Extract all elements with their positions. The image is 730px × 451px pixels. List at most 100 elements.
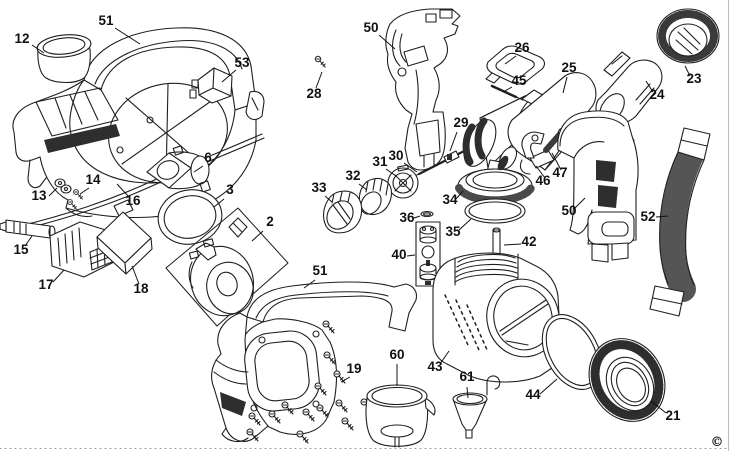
part-50-right-half-drawing bbox=[557, 110, 639, 263]
callout-leader-23 bbox=[684, 65, 691, 77]
part-number-19: 19 bbox=[346, 361, 361, 376]
callout-leader-25 bbox=[562, 76, 568, 94]
callout-leader-6 bbox=[193, 165, 204, 173]
callout-leader-24 bbox=[645, 80, 654, 93]
part-31-drawing bbox=[387, 164, 419, 199]
part-number-34: 34 bbox=[442, 192, 458, 207]
part-26-lid-drawing bbox=[485, 45, 545, 85]
part-number-36: 36 bbox=[399, 210, 415, 225]
callout-leader-13 bbox=[48, 187, 58, 197]
callout-leader-51 bbox=[303, 279, 316, 289]
part-6-drawing bbox=[146, 145, 211, 193]
part-46-drawing bbox=[521, 131, 545, 159]
callout-leader-15 bbox=[24, 235, 33, 247]
callout-leader-50 bbox=[573, 197, 586, 210]
callout-leader-46 bbox=[535, 165, 546, 179]
callout-leader-16 bbox=[116, 183, 130, 198]
part-number-44: 44 bbox=[525, 387, 541, 402]
callout-leader-26 bbox=[504, 55, 517, 65]
callout-leader-28 bbox=[315, 71, 323, 89]
copyright-mark: © bbox=[711, 435, 724, 450]
part-number-51: 51 bbox=[312, 263, 328, 278]
part-number-40: 40 bbox=[391, 247, 406, 262]
callout-leader-43 bbox=[439, 350, 450, 365]
callout-leader-53 bbox=[221, 69, 237, 83]
part-23-drawing bbox=[656, 8, 720, 64]
part-33-drawing bbox=[323, 190, 363, 234]
part-45-pin-drawing bbox=[490, 84, 524, 101]
part-number-14: 14 bbox=[85, 172, 101, 187]
part-number-18: 18 bbox=[133, 281, 149, 296]
part-number-29: 29 bbox=[453, 115, 468, 130]
part-number-35: 35 bbox=[445, 224, 461, 239]
part-number-47: 47 bbox=[552, 165, 567, 180]
callout-leader-3 bbox=[213, 198, 225, 208]
callout-leader-47 bbox=[551, 152, 562, 171]
callout-leader-2 bbox=[251, 230, 264, 242]
part-number-2: 2 bbox=[266, 214, 274, 229]
callout-leader-29 bbox=[449, 131, 458, 152]
part-number-28: 28 bbox=[306, 86, 322, 101]
part-number-3: 3 bbox=[226, 182, 234, 197]
callout-leader-33 bbox=[324, 195, 333, 203]
callout-leader-21 bbox=[650, 400, 667, 414]
callout-leader-52 bbox=[655, 215, 669, 218]
cord-clamp bbox=[113, 199, 134, 217]
part-number-50: 50 bbox=[363, 20, 378, 35]
part-number-17: 17 bbox=[38, 277, 53, 292]
part-number-33: 33 bbox=[311, 180, 327, 195]
part-number-60: 60 bbox=[389, 347, 404, 362]
part-15-drawing bbox=[0, 219, 56, 239]
part-13-drawing bbox=[54, 178, 72, 194]
part-28-drawing bbox=[314, 55, 326, 68]
callout-leader-17 bbox=[52, 269, 65, 283]
part-52-drawing bbox=[649, 127, 711, 317]
part-2-drawing bbox=[165, 207, 289, 327]
part-number-30: 30 bbox=[388, 148, 403, 163]
part-12-drawing bbox=[36, 34, 92, 84]
part-36-drawing bbox=[420, 210, 434, 218]
part-number-61: 61 bbox=[459, 369, 475, 384]
callout-leader-18 bbox=[131, 265, 140, 285]
part-34-drawing bbox=[455, 168, 535, 205]
part-number-25: 25 bbox=[561, 60, 577, 75]
part-61-drawing bbox=[452, 375, 501, 439]
callout-leader-40 bbox=[406, 254, 416, 257]
part-number-46: 46 bbox=[535, 173, 551, 188]
part-number-6: 6 bbox=[204, 150, 212, 165]
callout-leader-42 bbox=[503, 243, 522, 246]
part-number-42: 42 bbox=[521, 234, 536, 249]
callout-leader-44 bbox=[539, 378, 558, 395]
part-16-cord-drawing bbox=[15, 133, 265, 232]
part-32-drawing bbox=[358, 177, 393, 216]
part-number-31: 31 bbox=[372, 154, 388, 169]
part-number-26: 26 bbox=[514, 40, 530, 55]
callout-leader-45 bbox=[502, 86, 513, 93]
callout-leader-12 bbox=[31, 44, 45, 54]
part-number-53: 53 bbox=[234, 55, 250, 70]
part-number-32: 32 bbox=[345, 168, 360, 183]
part-50-left-half-drawing bbox=[385, 8, 461, 171]
part-number-52: 52 bbox=[640, 209, 655, 224]
part-43-drawing bbox=[432, 252, 562, 383]
callout-leader-51 bbox=[114, 27, 141, 45]
part-21-drawing bbox=[588, 338, 666, 422]
part-number-45: 45 bbox=[511, 73, 527, 88]
part-35-drawing bbox=[464, 198, 526, 224]
part-number-43: 43 bbox=[427, 359, 443, 374]
part-number-21: 21 bbox=[665, 408, 681, 423]
callout-leader-32 bbox=[358, 183, 368, 191]
callout-leader-36 bbox=[413, 215, 421, 219]
part-51-bottom-housing-drawing bbox=[211, 281, 418, 443]
callout-leader-50 bbox=[378, 34, 396, 50]
callout-leader-30 bbox=[403, 162, 418, 173]
part-60-drawing bbox=[365, 384, 436, 448]
part-number-24: 24 bbox=[649, 87, 665, 102]
callout-leader-35 bbox=[458, 218, 472, 231]
part-number-23: 23 bbox=[686, 71, 702, 86]
part-number-12: 12 bbox=[14, 31, 29, 46]
part-18-drawing bbox=[96, 211, 153, 275]
part-number-50: 50 bbox=[561, 203, 576, 218]
